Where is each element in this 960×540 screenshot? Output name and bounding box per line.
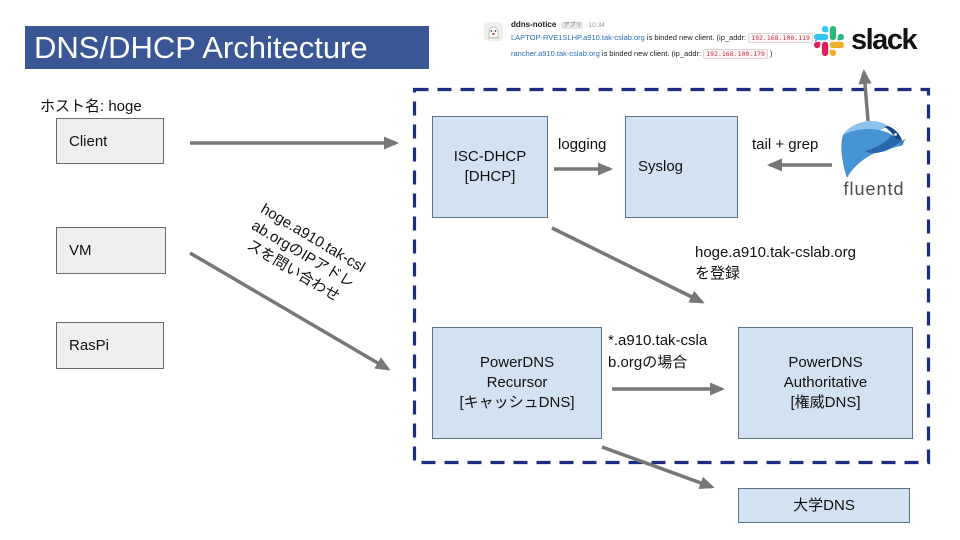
edge-label-wildcard-line2: b.orgの場合 bbox=[608, 354, 688, 371]
ip-address-chip: 192.168.100.179 bbox=[703, 48, 768, 59]
node-university-dns-label: 大学DNS bbox=[793, 496, 855, 514]
node-auth-line3: [権威DNS] bbox=[790, 394, 861, 411]
node-client: Client bbox=[56, 118, 164, 164]
fluentd-wordmark: fluentd bbox=[843, 179, 905, 199]
node-raspi-label: RasPi bbox=[69, 337, 110, 354]
arrow-fluentd-to-slack bbox=[858, 69, 872, 122]
node-isc-dhcp: ISC-DHCP [DHCP] bbox=[432, 116, 548, 218]
hostname-label: ホスト名: hoge bbox=[40, 98, 142, 115]
edge-label-tail-grep: tail + grep bbox=[752, 136, 819, 153]
edge-label-logging: logging bbox=[558, 136, 607, 153]
edge-label-ip-query: hoge.a910.tak-csl ab.orgのIPアドレ スを問い合わせ bbox=[211, 184, 395, 326]
arrow-dhcp-to-authoritative bbox=[551, 226, 705, 304]
slack-message-close: ) bbox=[767, 48, 773, 58]
slack-message-header: ddns-notice アプリ 10:34 bbox=[511, 19, 834, 29]
node-vm: VM bbox=[56, 227, 166, 274]
node-syslog: Syslog bbox=[625, 116, 738, 218]
page-title: DNS/DHCP Architecture bbox=[25, 26, 429, 69]
ghost-icon bbox=[488, 26, 499, 39]
edge-label-register-line1: hoge.a910.tak-cslab.org bbox=[695, 244, 856, 261]
edge-label-register-line2: を登録 bbox=[695, 265, 741, 282]
edge-label-wildcard: *.a910.tak-csla b.orgの場合 bbox=[608, 330, 707, 374]
node-powerdns-recursor: PowerDNS Recursor [キャッシュDNS] bbox=[432, 327, 602, 439]
node-auth-line2: Authoritative bbox=[783, 374, 868, 391]
node-isc-dhcp-line2: [DHCP] bbox=[464, 168, 516, 185]
node-recursor-line3: [キャッシュDNS] bbox=[459, 394, 575, 411]
slack-app-badge: アプリ bbox=[561, 21, 584, 29]
slack-logo: slack bbox=[814, 24, 918, 57]
slack-notification: ddns-notice アプリ 10:34 LAPTOP-RVE1SLHP.a9… bbox=[484, 19, 834, 59]
slack-message-line-1: LAPTOP-RVE1SLHP.a910.tak-cslab.org is bi… bbox=[511, 32, 834, 43]
slack-icon bbox=[814, 25, 844, 56]
fluentd-bird-icon bbox=[838, 118, 906, 185]
edge-label-wildcard-line1: *.a910.tak-csla bbox=[608, 332, 708, 349]
node-syslog-label: Syslog bbox=[638, 158, 684, 175]
slack-message-line-2: rancher.a910.tak-cslab.org is binded new… bbox=[511, 48, 834, 59]
node-recursor-line1: PowerDNS bbox=[479, 354, 555, 371]
node-raspi: RasPi bbox=[56, 322, 164, 369]
node-powerdns-authoritative: PowerDNS Authoritative [権威DNS] bbox=[738, 327, 913, 439]
slack-app-name: ddns-notice bbox=[511, 20, 557, 29]
node-isc-dhcp-line1: ISC-DHCP bbox=[453, 148, 527, 165]
node-client-label: Client bbox=[69, 132, 108, 150]
slack-message-link: LAPTOP-RVE1SLHP.a910.tak-cslab.org bbox=[511, 32, 645, 42]
ip-address-chip: 192.168.100.119 bbox=[748, 32, 813, 43]
slack-timestamp: 10:34 bbox=[588, 22, 605, 29]
slack-message-text: is binded new client. (ip_addr: bbox=[644, 32, 749, 42]
node-recursor-line2: Recursor bbox=[486, 374, 548, 391]
slack-message-link: rancher.a910.tak-cslab.org bbox=[511, 48, 600, 58]
node-vm-label: VM bbox=[69, 242, 92, 259]
slack-wordmark: slack bbox=[851, 24, 918, 56]
arrow-recursor-to-university-dns bbox=[601, 445, 715, 490]
node-auth-line1: PowerDNS bbox=[788, 354, 863, 371]
node-university-dns: 大学DNS bbox=[738, 488, 910, 523]
slack-message-text: is binded new client. (ip_addr: bbox=[599, 48, 704, 58]
edge-label-register: hoge.a910.tak-cslab.org を登録 bbox=[695, 242, 856, 284]
ghost-avatar-icon bbox=[484, 22, 503, 41]
edge-label-ip-query-line2: ab.orgのIPアドレ bbox=[248, 217, 358, 292]
